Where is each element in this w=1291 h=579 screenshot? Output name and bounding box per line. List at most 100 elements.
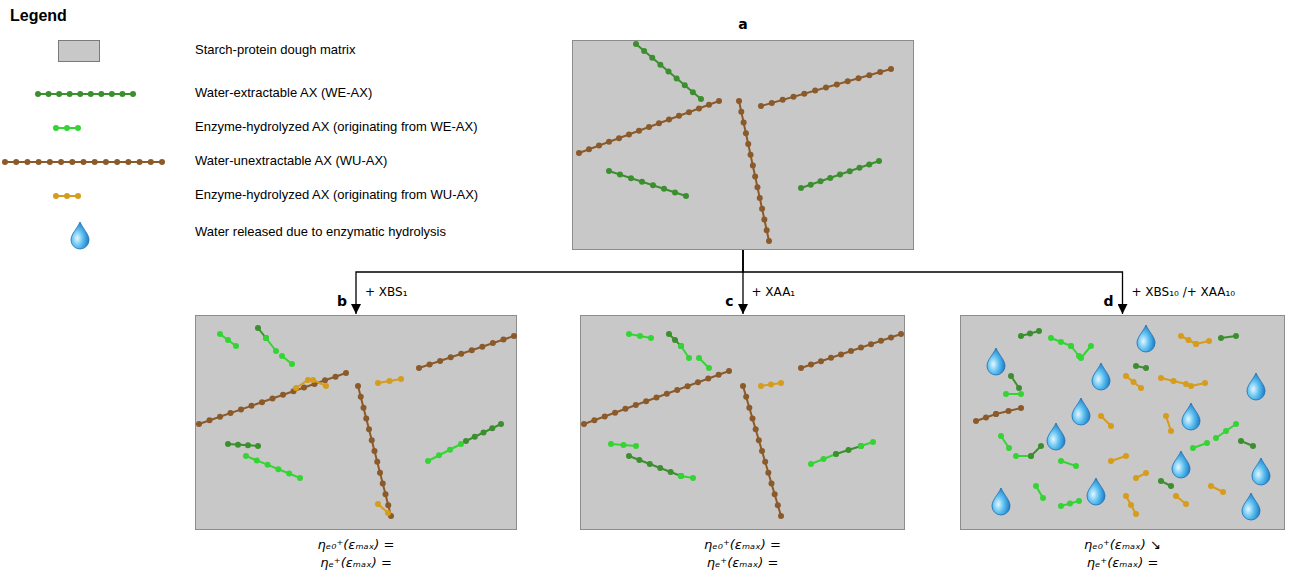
ax-unit — [1068, 343, 1074, 349]
ax-unit — [750, 416, 756, 422]
viscosity-results: ηₑ₀⁺(εₘₐₓ) ↘ηₑ⁺(εₘₐₓ) = — [961, 536, 1284, 572]
ax-unit — [363, 416, 369, 422]
ax-unit — [275, 466, 281, 472]
ax-unit — [1067, 501, 1073, 507]
ax-unit — [500, 337, 506, 343]
ax-unit — [633, 41, 639, 47]
ax-unit — [235, 442, 241, 448]
legend-item: Water-unextractable AX (WU-AX) — [0, 147, 600, 177]
ax-unit — [47, 159, 53, 165]
viscosity-formula: ηₑ⁺(εₘₐₓ) = — [196, 554, 516, 572]
panel-letter: a — [738, 15, 747, 33]
ax-unit — [1158, 478, 1164, 484]
ax-unit — [705, 376, 711, 382]
ax-unit — [748, 152, 754, 158]
ax-unit — [745, 141, 751, 147]
ax-unit — [159, 159, 165, 165]
ax-unit — [650, 182, 656, 188]
ax-unit — [698, 96, 704, 102]
ax-unit — [1108, 458, 1114, 464]
ax-unit — [674, 387, 680, 393]
ax-unit — [53, 125, 59, 131]
ax-unit — [856, 75, 862, 81]
ax-unit — [383, 491, 389, 497]
ax-unit — [586, 146, 592, 152]
ax-unit — [270, 396, 276, 402]
ax-unit — [876, 158, 882, 164]
ax-unit — [888, 334, 894, 340]
viscosity-formula: ηₑ₀⁺(εₘₐₓ) = — [581, 536, 904, 554]
ax-unit — [791, 94, 797, 100]
ax-unit — [626, 331, 632, 337]
ax-unit — [743, 130, 749, 136]
ax-unit — [35, 91, 41, 97]
water-drop — [992, 488, 1010, 515]
ax-unit — [1108, 423, 1114, 429]
legend-item: Water-extractable AX (WE-AX) — [0, 79, 600, 109]
ax-unit — [279, 353, 285, 359]
ax-unit — [447, 447, 453, 453]
legend-title: Legend — [10, 6, 67, 26]
ax-unit — [780, 97, 786, 103]
ax-unit — [233, 343, 239, 349]
ax-unit — [249, 403, 255, 409]
ax-unit — [1098, 413, 1104, 419]
ax-unit — [678, 473, 684, 479]
ax-unit — [286, 471, 292, 477]
ax-unit — [490, 340, 496, 346]
ax-unit — [1013, 453, 1019, 459]
ax-unit — [1040, 495, 1046, 501]
ax-unit — [225, 337, 231, 343]
ax-unit — [498, 421, 504, 427]
ax-unit — [637, 333, 643, 339]
ax-unit — [125, 159, 131, 165]
viscosity-formula: ηₑ₀⁺(εₘₐₓ) ↘ — [961, 536, 1284, 554]
ax-chain — [609, 171, 686, 196]
ax-unit — [818, 178, 824, 184]
ax-unit — [280, 392, 286, 398]
ax-unit — [425, 458, 431, 464]
ax-unit — [808, 461, 814, 467]
ax-unit — [1186, 337, 1192, 343]
ax-unit — [1028, 453, 1034, 459]
ax-unit — [752, 173, 758, 179]
ax-chain — [428, 444, 461, 461]
ax-unit — [1223, 428, 1229, 434]
ax-unit — [649, 55, 655, 61]
ax-unit — [778, 513, 784, 519]
ax-unit — [998, 433, 1004, 439]
ax-unit — [263, 335, 269, 341]
ax-unit — [602, 413, 608, 419]
ax-unit — [1123, 453, 1129, 459]
ax-unit — [361, 405, 367, 411]
ax-unit — [858, 443, 864, 449]
ax-unit — [1168, 483, 1174, 489]
ax-unit — [398, 376, 404, 382]
ax-unit — [643, 398, 649, 404]
ax-unit — [472, 434, 478, 440]
ax-chain — [466, 424, 501, 441]
ax-unit — [130, 91, 136, 97]
ax-unit — [636, 457, 642, 463]
ax-unit — [775, 502, 781, 508]
ax-unit — [46, 91, 52, 97]
ax-unit — [511, 333, 517, 339]
legend-symbol — [0, 181, 170, 211]
dough-panel: cηₑ₀⁺(εₘₐₓ) =ηₑ⁺(εₘₐₓ) = — [580, 315, 905, 530]
ax-unit — [1088, 343, 1094, 349]
ax-unit — [1003, 391, 1009, 397]
ax-chain — [636, 44, 701, 99]
ax-unit — [765, 470, 771, 476]
water-drop — [1137, 325, 1155, 352]
ax-unit — [458, 441, 464, 447]
ax-unit — [648, 335, 654, 341]
ax-unit — [109, 91, 115, 97]
ax-unit — [245, 442, 251, 448]
legend-text: Water-unextractable AX (WU-AX) — [195, 153, 387, 169]
water-drop — [1092, 363, 1110, 390]
ax-unit — [769, 100, 775, 106]
ax-unit — [58, 159, 64, 165]
ax-chain — [976, 414, 996, 421]
ax-unit — [75, 193, 81, 199]
